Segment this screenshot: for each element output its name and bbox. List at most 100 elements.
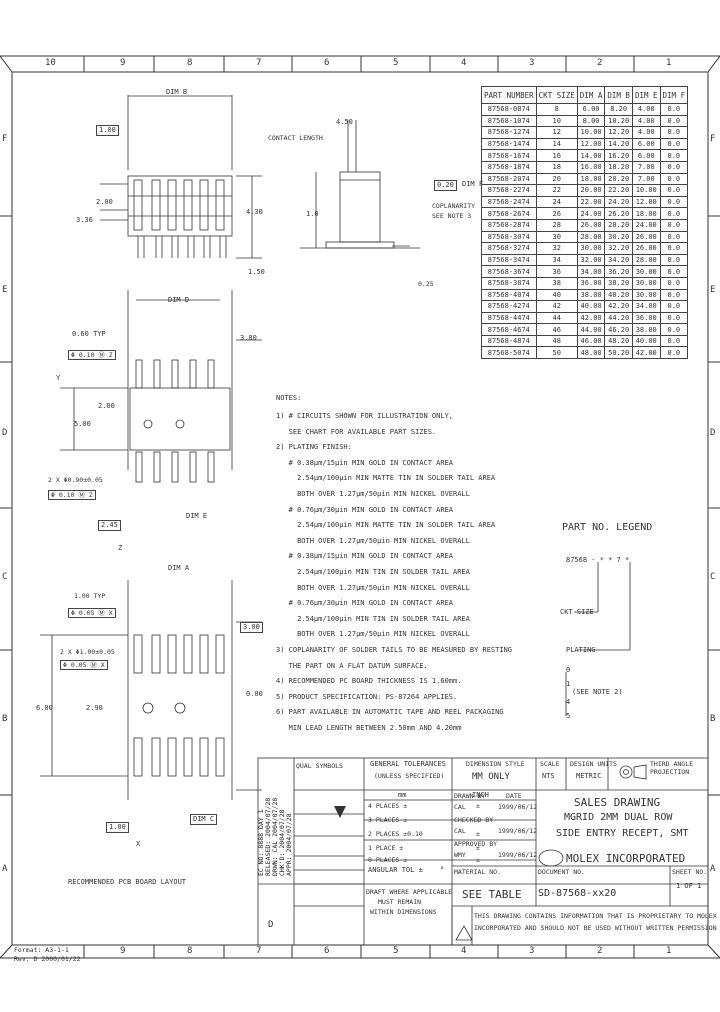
molex-logo-outline [538, 849, 564, 867]
legend-option-4: 4 [566, 698, 571, 706]
table-cell: 14.20 [604, 137, 633, 151]
zone-number-bottom: 9 [120, 946, 126, 956]
table-header-cell: DIM A [576, 86, 606, 104]
zone-number-top: 4 [461, 58, 467, 68]
note-line: 3) COPLANARITY OF SOLDER TAILS TO BE MEA… [276, 646, 513, 654]
table-cell: 38.20 [604, 276, 633, 290]
position-tolerance-frame: Φ 0.10 Ⓜ Z [68, 350, 116, 360]
legend-ckt-size: CKT SIZE [560, 608, 594, 616]
dim-0-25: 0.25 [418, 280, 434, 288]
table-cell: 26.00 [576, 218, 606, 232]
format-label: Format: A3-1-1 [14, 946, 69, 954]
legend-see-note: (SEE NOTE 2) [572, 688, 623, 696]
table-cell: 40.00 [576, 300, 606, 313]
table-header-cell: DIM B [604, 86, 633, 104]
table-cell: 24.20 [604, 195, 633, 209]
table-cell: 50 [535, 346, 578, 360]
zone-letter-right: B [710, 714, 716, 724]
checked-date: 1999/06/12 [498, 827, 538, 835]
drawn-by-label: DRAWN BY [454, 792, 486, 800]
table-cell: 44 [535, 311, 578, 325]
table-cell: 20 [535, 172, 578, 186]
table-cell: 8.00 [576, 114, 606, 128]
dim-c-box: DIM C [190, 814, 218, 825]
table-cell: 87568-1274 [481, 126, 537, 139]
table-cell: 87568-1674 [481, 149, 537, 162]
note-line: SEE CHART FOR AVAILABLE PART SIZES. [276, 427, 437, 436]
draft-note: DRAFT WHERE APPLICABLE [366, 888, 453, 896]
zone-number-top: 5 [393, 58, 399, 68]
table-cell: 42.20 [604, 300, 633, 313]
table-cell: 0.0 [659, 300, 689, 313]
dim-2-90: 2.90 [86, 704, 103, 712]
table-cell: 50.20 [604, 346, 633, 360]
hole-tolerance-frame: Φ 0.10 Ⓜ Z [48, 490, 96, 500]
table-cell: 38.00 [576, 288, 606, 302]
table-cell: 87568-4274 [481, 300, 537, 313]
table-cell: 6.00 [631, 149, 661, 162]
datum-y-label: Y [56, 374, 61, 382]
contact-length-label: CONTACT LENGTH [268, 134, 323, 142]
table-cell: 16.20 [604, 149, 633, 162]
dim-1-00-box: 1.00 [96, 125, 119, 136]
table-cell: 87568-4474 [481, 311, 537, 325]
zone-letter-right: A [710, 864, 716, 874]
zone-number-bottom: 5 [393, 946, 399, 956]
zone-number-top: 2 [597, 58, 603, 68]
dim-f-label: DIM F [462, 180, 484, 188]
table-cell: 87568-2474 [481, 195, 537, 209]
sheet-no-label: SHEET NO. [672, 868, 708, 876]
table-cell: 87568-3474 [481, 253, 537, 267]
drawn-by-name: CAL [454, 803, 466, 811]
table-cell: 18.20 [604, 160, 633, 174]
proprietary-notice-1: THIS DRAWING CONTAINS INFORMATION THAT I… [474, 912, 717, 920]
table-cell: 0.0 [659, 218, 689, 232]
dim-1-00-box-pcb: 1.00 [106, 822, 129, 833]
table-cell: 0.0 [659, 207, 689, 220]
revision-line: APPR: 2004/07/28 [285, 813, 292, 876]
revision-letter: D [268, 920, 274, 930]
table-cell: 7.00 [631, 172, 661, 186]
table-cell: 40 [535, 288, 578, 302]
title-block-lines [257, 757, 709, 946]
zone-letter-right: C [710, 572, 716, 582]
within-dimensions-note: WITHIN DIMENSIONS [370, 908, 437, 916]
table-cell: 42.00 [631, 346, 661, 360]
zone-number-top: 3 [529, 58, 535, 68]
table-cell: 87568-2274 [481, 184, 537, 197]
table-cell: 87568-2874 [481, 218, 537, 232]
see-note-label: SEE NOTE 3 [432, 212, 472, 220]
table-cell: 87568-4074 [481, 288, 537, 302]
zone-number-bottom: 6 [324, 946, 330, 956]
note-line: 2) PLATING FINISH: [276, 443, 352, 452]
pad-tolerance-frame: Φ 0.05 Ⓜ X [68, 608, 116, 618]
projection-symbol [619, 764, 647, 780]
table-cell: 12.20 [604, 126, 633, 139]
table-cell: 34 [535, 253, 578, 267]
datum-triangle-icon [334, 806, 346, 818]
zone-letter-left: D [2, 428, 8, 438]
table-cell: 44.20 [604, 311, 633, 325]
inch-column-label: INCH [472, 791, 489, 799]
approved-by-name: WMY [454, 851, 466, 859]
dim-0-60-typ: 0.60 TYP [72, 330, 106, 338]
table-cell: 46.00 [576, 334, 606, 348]
table-cell: 87568-2674 [481, 207, 537, 220]
dim-d-label: DIM D [168, 296, 190, 304]
note-line: 2.54μm/100μin MIN MATTE TIN IN SOLDER TA… [276, 521, 496, 530]
table-cell: 0.0 [659, 103, 689, 116]
table-cell: 4.00 [631, 126, 661, 139]
zone-number-top: 7 [256, 58, 262, 68]
holes-callout-pcb: 2 X Φ1.00±0.05 [60, 648, 115, 656]
